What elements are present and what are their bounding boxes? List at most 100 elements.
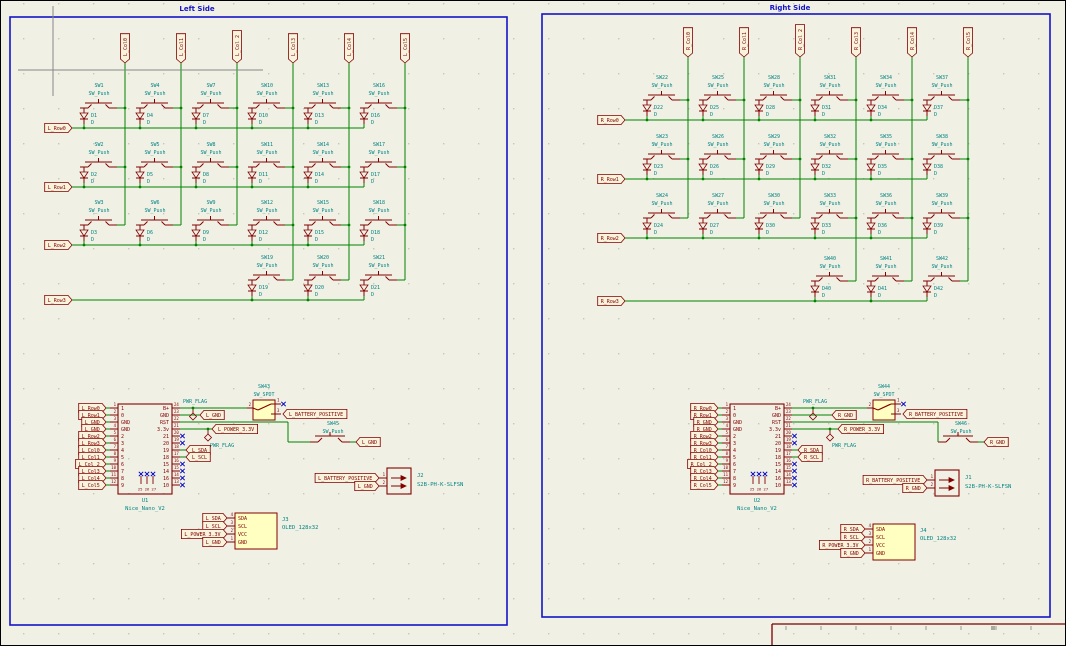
mcu-body[interactable] (729, 403, 785, 495)
oled-body[interactable] (872, 523, 916, 561)
power-flag-symbol[interactable] (825, 427, 835, 442)
junction-dot[interactable] (811, 406, 815, 410)
no-connect-icon[interactable] (900, 401, 907, 407)
junction-dot[interactable] (828, 427, 832, 431)
no-connect-icon[interactable] (791, 482, 798, 488)
net-label[interactable]: L_GND (199, 409, 225, 421)
net-label[interactable]: R_Row1 (597, 173, 626, 185)
no-connect-icon[interactable] (791, 475, 798, 481)
no-connect-icon[interactable] (179, 468, 186, 474)
net-label[interactable]: R_Row3 (597, 295, 626, 307)
battery-connector-J1[interactable]: 1R_BATTERY_POSITIVE2R_GNDJ1S2B-PH-K-SLFS… (862, 469, 1011, 497)
spdt-body[interactable] (872, 399, 896, 421)
battery-connector-J2[interactable]: 1L_BATTERY_POSITIVE2L_GNDJ2S2B-PH-K-SLFS… (314, 467, 463, 495)
no-connect-icon[interactable] (762, 471, 768, 477)
net-label[interactable]: L_SCL (185, 451, 211, 463)
spdt-body[interactable] (252, 399, 276, 421)
column-net-flag[interactable]: R_Col 2 (795, 24, 805, 58)
net-label[interactable]: R_GND (831, 409, 857, 421)
column-net-flag[interactable]: L_Col1 (175, 33, 187, 64)
connector-body[interactable] (386, 467, 412, 495)
column-net-flag[interactable]: R_Col5 (963, 27, 973, 58)
net-label[interactable]: L_Row0 (44, 123, 73, 134)
mcu-body[interactable] (117, 403, 173, 495)
net-label[interactable]: R_BATTERY_POSITIVE (902, 408, 968, 420)
column-net-flag[interactable]: L_Col3 (287, 33, 299, 64)
net-label[interactable]: R_GND (983, 436, 1009, 448)
oled-header-J4[interactable]: 4SDAR_SDA3SCLR_SCL2VCCR_POWER_3.3V1GNDR_… (819, 523, 956, 561)
net-label[interactable]: R_Row2 (597, 232, 626, 244)
junction-dot[interactable] (206, 427, 210, 431)
no-connect-icon[interactable] (138, 471, 144, 477)
net-label[interactable]: R_Row0 (597, 115, 626, 125)
no-connect-icon[interactable] (750, 471, 756, 477)
power-flag-symbol[interactable] (203, 427, 213, 442)
net-label[interactable]: L_Row3 (44, 294, 73, 306)
no-connect-icon[interactable] (791, 468, 798, 474)
column-net-flag[interactable]: R_Col1 (739, 27, 749, 58)
net-label[interactable]: L_GND (355, 436, 381, 448)
no-connect-icon[interactable] (756, 471, 762, 477)
no-connect-icon[interactable] (280, 401, 287, 407)
net-label[interactable]: R_POWER_3.3V (837, 423, 884, 435)
no-connect-icon[interactable] (144, 471, 150, 477)
no-connect-icon[interactable] (150, 471, 156, 477)
net-label[interactable]: L_POWER_3.3V (211, 423, 259, 435)
no-connect-icon[interactable] (791, 433, 798, 439)
net-label[interactable]: L_Row1 (44, 181, 73, 193)
column-net-flag[interactable]: L_Col0 (120, 33, 131, 64)
net-label[interactable]: L_Col5 (78, 479, 107, 491)
oled-header-J3[interactable]: 4SDAL_SDA3SCLL_SCL2VCCL_POWER_3.3V1GNDL_… (180, 512, 318, 550)
net-label[interactable]: L_GND (354, 480, 380, 492)
power-flag-symbol[interactable] (808, 406, 818, 421)
no-connect-icon[interactable] (791, 461, 798, 467)
no-connect-icon[interactable] (179, 433, 186, 439)
no-connect-icon[interactable] (179, 461, 186, 467)
net-label[interactable]: R_GND (902, 482, 928, 494)
no-connect-icon[interactable] (791, 440, 798, 446)
net-label[interactable]: R_GND (840, 548, 866, 558)
no-connect-icon[interactable] (179, 475, 186, 481)
